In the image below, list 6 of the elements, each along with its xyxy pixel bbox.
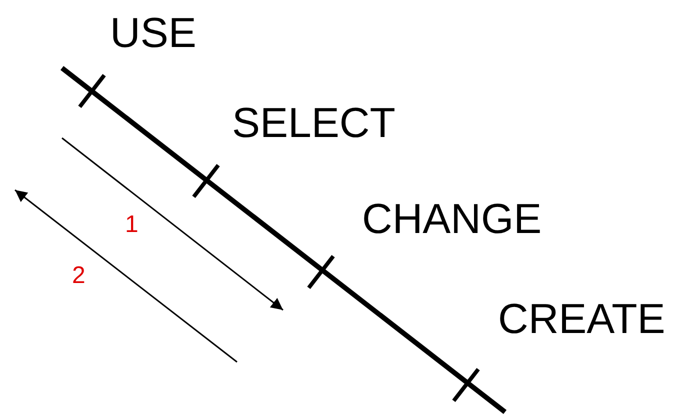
arrow-number: 2: [72, 264, 86, 288]
stage-label: CREATE: [498, 298, 666, 340]
arrow-number: 1: [125, 213, 138, 237]
stage-label: CHANGE: [362, 198, 542, 240]
stage-label: SELECT: [232, 102, 396, 144]
stage-label: USE: [110, 12, 196, 54]
